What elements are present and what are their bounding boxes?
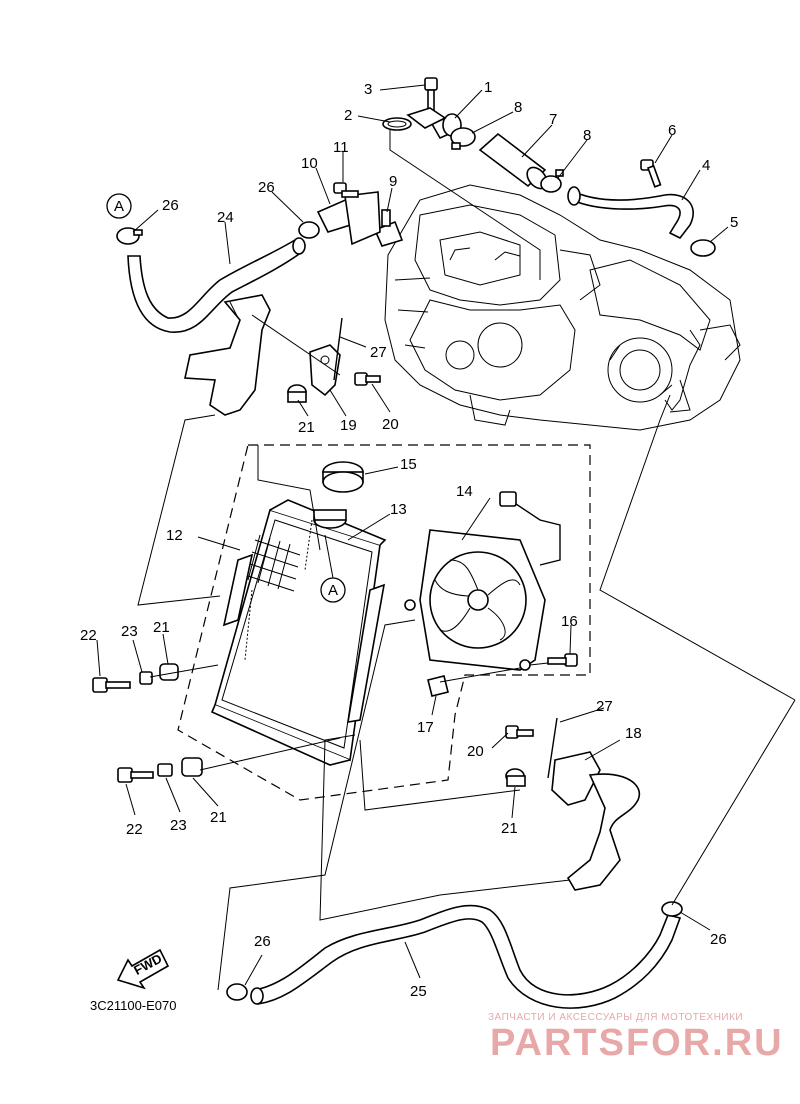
- ref-marker-a-lower-label: A: [328, 582, 338, 599]
- hose-clamp-8b: [540, 169, 564, 193]
- filler-neck-13: [313, 509, 347, 529]
- callout-23b: 23: [170, 817, 187, 834]
- callout-25: 25: [410, 983, 427, 1000]
- callout-18: 18: [625, 725, 642, 742]
- callout-12: 12: [166, 527, 183, 544]
- stay-27-upper: [333, 317, 343, 381]
- reference-lines: [137, 130, 796, 991]
- diagram-code: 3C21100-E070: [90, 998, 177, 1013]
- collar-23-lower: [157, 763, 173, 777]
- callout-14: 14: [456, 483, 473, 500]
- callout-17: 17: [417, 719, 434, 736]
- hose-clamp-8a: [450, 127, 476, 150]
- bolt-3: [406, 77, 447, 129]
- bolt-16: [547, 653, 578, 667]
- grommet-21-upper-left: [159, 663, 179, 681]
- callout-27b: 27: [596, 698, 613, 715]
- ref-marker-a-upper-label: A: [114, 198, 124, 215]
- callout-19: 19: [340, 417, 357, 434]
- bolt-22-upper: [92, 677, 131, 693]
- callout-26a: 26: [162, 197, 179, 214]
- callout-8a: 8: [514, 99, 522, 116]
- callout-26c: 26: [254, 933, 271, 950]
- watermark-tagline: ЗАПЧАСТИ И АКСЕССУАРЫ ДЛЯ МОТОТЕХНИКИ: [488, 1012, 744, 1023]
- bolt-11: [333, 182, 359, 198]
- callout-26d: 26: [710, 931, 727, 948]
- hose-25: [250, 904, 682, 1009]
- callout-1: 1: [484, 79, 492, 96]
- pipe-4: [567, 186, 694, 240]
- callout-5: 5: [730, 214, 738, 231]
- callout-7: 7: [549, 111, 557, 128]
- bracket-18: [551, 751, 641, 891]
- callout-23a: 23: [121, 623, 138, 640]
- callout-21a: 21: [298, 419, 315, 436]
- callout-2: 2: [344, 107, 352, 124]
- callout-8b: 8: [583, 127, 591, 144]
- callout-labels: 1 2 3 4 5 6 7 8 8 9 10 11 12 13 14 15 16…: [80, 79, 738, 1000]
- callout-20b: 20: [467, 743, 484, 760]
- hose-clamp-26a: [116, 227, 143, 245]
- thermostat-housing-9: [373, 209, 404, 247]
- grommet-21-upper: [287, 384, 307, 403]
- callout-24: 24: [217, 209, 234, 226]
- callout-27a: 27: [370, 344, 387, 361]
- callout-4: 4: [702, 157, 710, 174]
- radiator-hidden-line: [244, 519, 313, 661]
- callout-21d: 21: [501, 820, 518, 837]
- callout-10: 10: [301, 155, 318, 172]
- watermark-brand: PARTSFOR.RU: [490, 1022, 784, 1064]
- callout-15: 15: [400, 456, 417, 473]
- callout-3: 3: [364, 81, 372, 98]
- bracket-19: [309, 344, 341, 397]
- callout-20a: 20: [382, 416, 399, 433]
- radiator-12: [210, 499, 387, 766]
- ref-marker-a-upper: A: [106, 193, 132, 219]
- callout-22a: 22: [80, 627, 97, 644]
- bolt-20-lower: [505, 725, 534, 739]
- pipe-10: [316, 191, 381, 246]
- bolt-22-lower: [117, 767, 154, 783]
- o-ring-5: [690, 239, 716, 257]
- bolt-20-upper: [354, 372, 381, 386]
- assembly-outline: [177, 444, 591, 801]
- callout-6: 6: [668, 122, 676, 139]
- hose-clamp-26c: [226, 983, 248, 1001]
- ref-marker-a-lower: A: [320, 534, 346, 603]
- callout-9: 9: [389, 173, 397, 190]
- callout-21b: 21: [153, 619, 170, 636]
- o-ring-2: [382, 117, 412, 131]
- leader-lines: [96, 84, 729, 986]
- hose-clamp-26b: [298, 221, 320, 239]
- clip-17: [427, 675, 449, 697]
- callout-26b: 26: [258, 179, 275, 196]
- callout-16: 16: [561, 613, 578, 630]
- engine-block: [384, 184, 741, 431]
- radiator-cap-15: [322, 461, 364, 493]
- collar-23-upper: [139, 671, 153, 685]
- fwd-arrow-icon: FWD: [116, 948, 170, 990]
- callout-21c: 21: [210, 809, 227, 826]
- callout-13: 13: [390, 501, 407, 518]
- grommet-21-lower-right: [505, 768, 526, 787]
- callout-11: 11: [333, 139, 349, 156]
- stay-27-lower: [547, 717, 558, 779]
- fan-assembly-14: [404, 491, 561, 671]
- hose-24: [127, 237, 306, 333]
- hose-clamp-26d: [661, 901, 683, 917]
- bolt-6: [640, 159, 662, 188]
- bracket-left-upper: [184, 294, 271, 416]
- grommet-21-lower-left: [181, 757, 203, 777]
- callout-22b: 22: [126, 821, 143, 838]
